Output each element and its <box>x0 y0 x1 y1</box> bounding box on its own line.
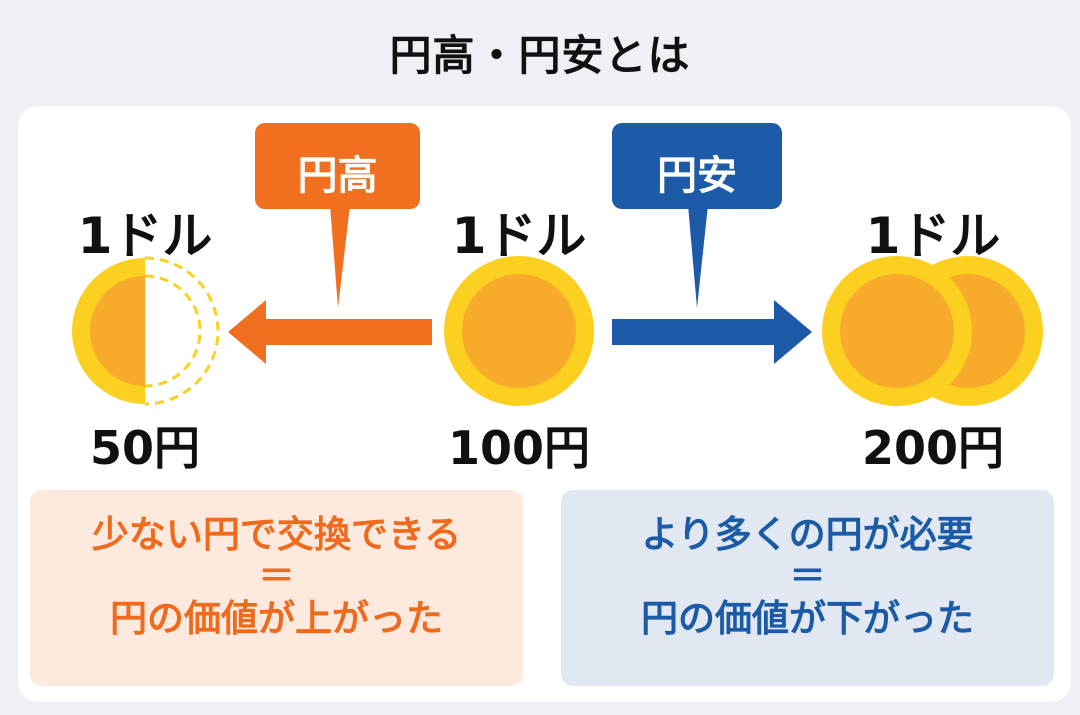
weak-yen-bubble-label: 円安 <box>657 153 737 199</box>
left-yen-label: 50円 <box>89 421 200 475</box>
left-dollar-label: 1ドル <box>77 207 213 265</box>
strong-yen-line1: 少ない円で交換できる <box>91 513 462 556</box>
weak-yen-line1: より多くの円が必要 <box>641 513 974 556</box>
weak-yen-bubble <box>612 123 782 308</box>
weak-yen-explanation: より多くの円が必要 ＝ 円の価値が下がった <box>561 490 1054 686</box>
arrow-left-icon <box>228 300 432 364</box>
strong-yen-equals: ＝ <box>258 556 295 597</box>
right-dollar-label: 1ドル <box>865 207 1001 265</box>
center-dollar-label: 1ドル <box>451 207 587 265</box>
arrow-right-icon <box>612 300 812 364</box>
center-yen-label: 100円 <box>447 421 591 475</box>
strong-yen-line2: 円の価値が上がった <box>110 597 443 640</box>
strong-yen-explanation: 少ない円で交換できる ＝ 円の価値が上がった <box>30 490 523 686</box>
strong-yen-bubble-label: 円高 <box>297 153 378 199</box>
double-coin-icon <box>822 256 1043 406</box>
right-yen-label: 200円 <box>861 421 1005 475</box>
page-title: 円高・円安とは <box>389 31 691 80</box>
strong-yen-bubble <box>255 123 420 308</box>
coin-icon <box>444 256 594 406</box>
half-coin-icon <box>72 256 220 406</box>
weak-yen-line2: 円の価値が下がった <box>641 597 974 640</box>
weak-yen-equals: ＝ <box>789 556 826 597</box>
